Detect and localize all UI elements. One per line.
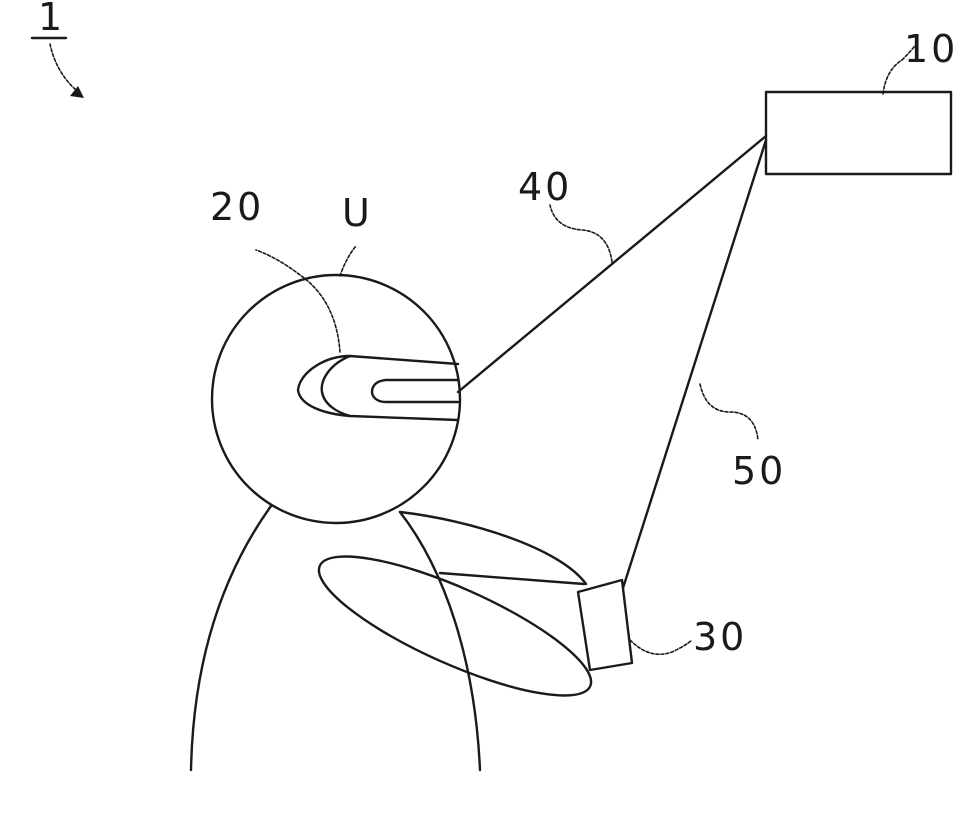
hmu-outer (296, 354, 460, 422)
label-connection-hand: 50 (732, 449, 786, 493)
user-head: U (210, 191, 462, 525)
forearm (317, 555, 593, 697)
user-body-left (189, 504, 273, 772)
connection-hand: 50 (621, 138, 786, 590)
hand-unit-box (576, 578, 634, 672)
display-device-leader (882, 41, 919, 95)
user-arm (317, 510, 593, 697)
hmu-middle (320, 354, 352, 418)
user-body-right (398, 510, 482, 772)
hand-unit-leader (629, 639, 693, 656)
display-device: 10 (764, 27, 958, 176)
label-head-mounted-unit: 20 (210, 185, 264, 229)
display-device-box (764, 90, 953, 176)
hmu-inner (370, 378, 460, 404)
system-reference: 1 (30, 0, 84, 98)
hand-unit: 30 (576, 578, 747, 672)
user-leader (339, 245, 357, 277)
arm-upper-outline (398, 510, 588, 586)
label-system: 1 (38, 0, 65, 39)
system-arrow-icon (70, 86, 84, 98)
user-body (189, 504, 482, 772)
head-circle (210, 273, 462, 525)
connection-hmd-line (456, 134, 768, 394)
connection-hmd: 40 (456, 134, 768, 394)
label-connection-hmd: 40 (518, 165, 572, 209)
label-user: U (342, 191, 373, 235)
label-display-device: 10 (904, 27, 958, 71)
connection-hand-leader (699, 383, 759, 441)
hmu-leader (255, 249, 341, 353)
head-mounted-unit: 20 (210, 185, 460, 422)
connection-hmd-leader (549, 204, 613, 263)
system-leader (49, 43, 77, 91)
arm-upper-inner (438, 571, 586, 586)
connection-hand-line (621, 138, 768, 590)
label-hand-unit: 30 (693, 615, 747, 659)
